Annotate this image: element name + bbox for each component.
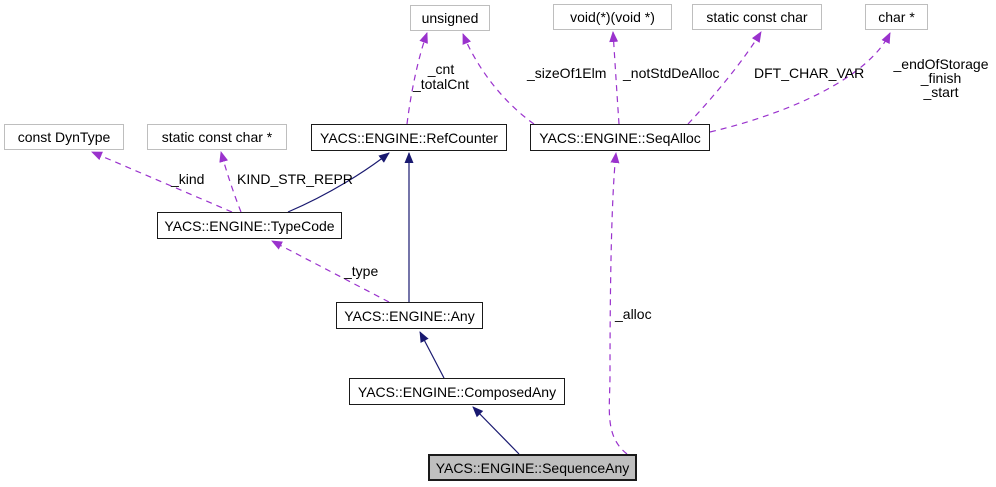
node-static-const-char-ptr: static const char * [147,124,287,150]
edge-composedany-to-any [419,331,445,379]
edge-refcounter-to-unsigned [406,32,428,125]
edge-seqalloc-to-staticconstchar [687,31,762,125]
node-void-fn-ptr: void(*)(void *) [553,4,672,30]
edge-label-alloc: _alloc [615,306,652,322]
edge-seqalloc-to-unsigned [462,33,535,125]
edge-typecode-to-constdyntype [91,151,233,213]
node-composedany[interactable]: YACS::ENGINE::ComposedAny [349,378,565,405]
edge-label-dft-char-var: DFT_CHAR_VAR [754,65,865,81]
node-char-ptr: char * [865,4,928,30]
edge-label-kind-str-repr: KIND_STR_REPR [237,171,353,187]
node-seqalloc[interactable]: YACS::ENGINE::SeqAlloc [530,124,710,151]
edge-typecode-to-staticconstcharptr [219,151,242,213]
edge-label-sizeof1elm: _sizeOf1Elm [527,65,607,81]
edge-label-type: _type [344,263,379,279]
node-any[interactable]: YACS::ENGINE::Any [336,302,483,329]
node-static-const-char: static const char [692,4,822,30]
edge-label-endofstorage-finish-start: _endOfStorage _finish _start [893,56,989,100]
node-refcounter[interactable]: YACS::ENGINE::RefCounter [311,124,507,151]
node-unsigned: unsigned [410,5,490,31]
edge-seqalloc-to-charptr [709,32,891,133]
edge-sequenceany-to-composedany [472,406,520,455]
node-sequenceany: YACS::ENGINE::SequenceAny [428,454,637,481]
node-typecode[interactable]: YACS::ENGINE::TypeCode [157,212,342,239]
edge-label-notstddealloc: _notStdDeAlloc [623,65,720,81]
edge-label-cnt-totalcnt: _cnt _totalCnt [412,61,470,92]
edge-label-kind: _kind [171,171,205,187]
node-const-dyntype: const DynType [4,124,124,150]
edge-sequenceany-to-seqalloc [608,152,628,455]
edge-seqalloc-to-voidfn [609,31,620,125]
edge-typecode-to-refcounter [287,152,390,213]
